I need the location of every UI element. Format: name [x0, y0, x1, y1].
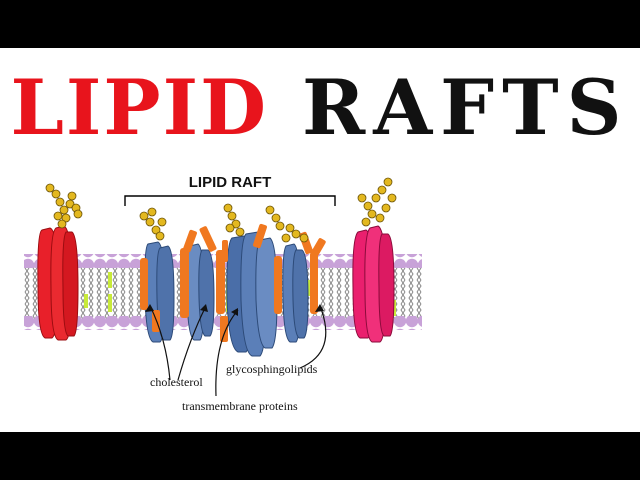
cholesterol-molecules: [140, 223, 326, 342]
annotation-arrows: [149, 305, 327, 397]
arrow-heads: [145, 304, 324, 316]
label-glycosphingolipids: glycosphingolipids: [226, 362, 318, 376]
letterbox-bottom: [0, 432, 640, 480]
raft-label: LIPID RAFT: [189, 174, 272, 191]
raft-sugar-chains: [139, 203, 309, 243]
title-word-lipid: LIPID: [10, 63, 269, 152]
raft-bracket: LIPID RAFT: [124, 174, 336, 206]
red-protein-sugar-chain: [45, 183, 83, 229]
slide: LIPID RAFTS: [0, 48, 640, 432]
label-transmembrane-proteins: transmembrane proteins: [182, 399, 298, 413]
lipid-raft-diagram: LIPID RAFT: [24, 174, 422, 413]
pink-transmembrane-protein: [352, 225, 395, 343]
red-transmembrane-protein: [37, 225, 79, 341]
label-cholesterol: cholesterol: [150, 375, 203, 389]
title-word-rafts: RAFTS: [302, 63, 630, 152]
pink-protein-sugar-chain: [357, 177, 397, 227]
raft-transmembrane-proteins: [144, 231, 309, 357]
letterbox-top: [0, 0, 640, 48]
